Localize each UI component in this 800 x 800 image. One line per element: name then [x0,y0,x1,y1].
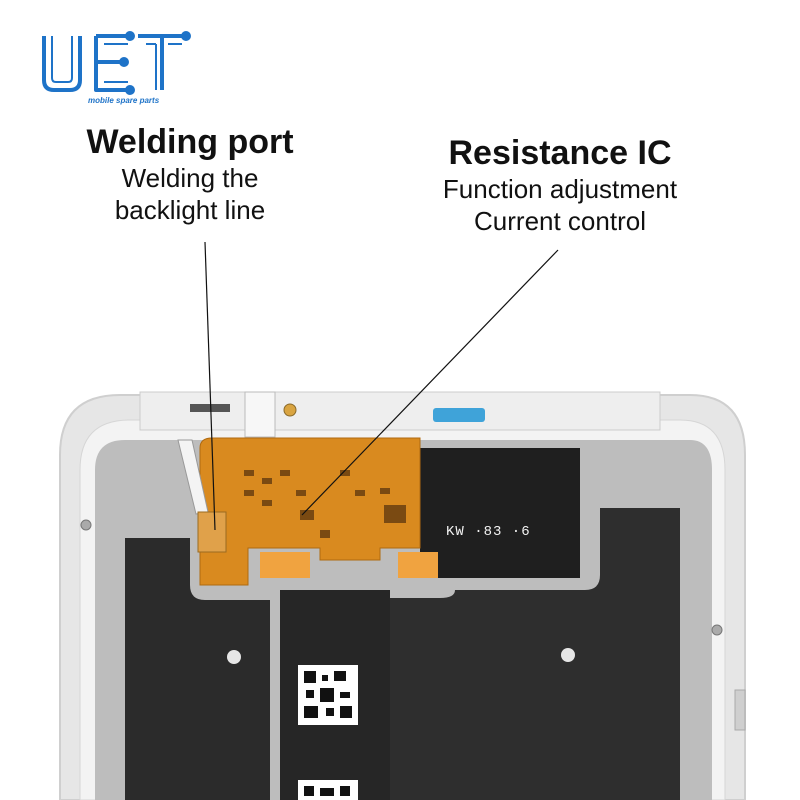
welding-port-leader [204,241,216,531]
shield-right [390,508,680,800]
chip-marking: KW ·83 ·6 [446,524,531,540]
resistance-ic-line-1: Function adjustment [442,174,678,204]
resistance-ic-title: Resistance IC [448,134,672,172]
welding-port-title: Welding port [86,123,294,161]
logo-tagline: mobile spare parts [88,96,160,105]
resistance-ic-leader [301,249,559,516]
welding-port-callout: Welding port Welding the backlight line [60,122,320,226]
welding-port-line-1: Welding the [121,163,259,193]
welding-port-line-2: backlight line [114,195,266,225]
shield-left [125,538,270,800]
resistance-ic-callout: Resistance IC Function adjustment Curren… [400,133,720,237]
uet-logo [42,31,191,95]
resistance-ic-line-2: Current control [474,206,646,236]
